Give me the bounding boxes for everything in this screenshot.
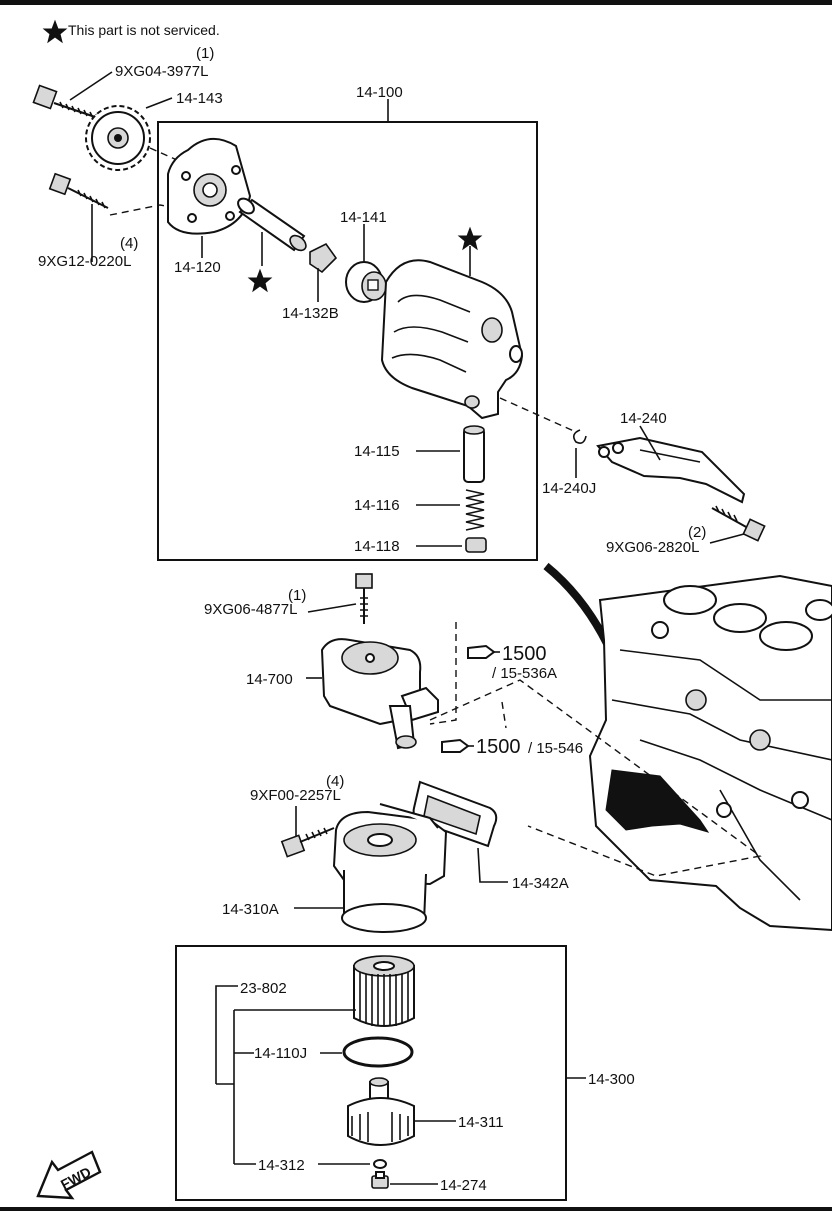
- bolt-cooler-part: [355, 573, 373, 624]
- top-border: [0, 0, 832, 5]
- label-pump-cover: 14-120: [174, 259, 221, 276]
- label-bolt-top: 9XG04-3977L: [115, 63, 208, 80]
- pump-body-part: [380, 259, 524, 420]
- label-bracket: 14-310A: [222, 901, 279, 918]
- label-plunger: 14-115: [354, 443, 400, 460]
- label-pin-141: 14-141: [340, 209, 387, 226]
- oring-part: [342, 1036, 414, 1068]
- label-drain: 14-274: [440, 1177, 487, 1194]
- label-baffle: 14-240: [620, 410, 667, 427]
- label-bolt-mid-qty: (4): [120, 235, 138, 252]
- spring-part: [465, 489, 485, 531]
- label-filter: 14-300: [588, 1071, 635, 1088]
- hand-pointer-icon: [467, 644, 500, 659]
- plunger-part: [463, 425, 485, 483]
- filter-bracket-part: [332, 803, 448, 933]
- bolt-baffle-part: [711, 505, 766, 542]
- label-cap: 14-311: [458, 1114, 504, 1131]
- filter-element-part: [353, 955, 415, 1027]
- bolt-bracket-part: [280, 827, 335, 858]
- label-element: 23-802: [240, 980, 287, 997]
- key-part: [309, 242, 338, 274]
- label-sprocket: 14-143: [176, 90, 223, 107]
- label-plug: 14-118: [354, 538, 400, 555]
- label-bolt-baffle: 9XG06-2820L: [606, 539, 699, 556]
- drain-plug-part: [371, 1171, 389, 1189]
- star-icon: [42, 19, 68, 44]
- bottom-border: [0, 1207, 832, 1211]
- label-pin-132b: 14-132B: [282, 305, 339, 322]
- baffle-part: [596, 436, 746, 504]
- note-text: This part is not serviced.: [68, 22, 220, 38]
- pump-cover-part: [167, 138, 252, 235]
- clip-part: [572, 429, 587, 444]
- label-bolt-cooler-qty: (1): [288, 587, 306, 604]
- label-cooler: 14-700: [246, 671, 293, 688]
- fwd-arrow-icon: FWD: [36, 1150, 102, 1200]
- plug-part: [465, 537, 487, 553]
- label-gasket: 14-342A: [512, 875, 569, 892]
- label-clip: 14-240J: [542, 480, 596, 497]
- star-icon: [247, 268, 273, 293]
- label-bolt-cooler: 9XG06-4877L: [204, 601, 297, 618]
- label-ref1-sub: / 15-536A: [492, 665, 557, 682]
- hand-pointer-icon: [441, 738, 474, 753]
- star-icon: [457, 226, 483, 251]
- oil-pump-box: [157, 121, 538, 561]
- label-bolt-top-qty: (1): [196, 45, 214, 62]
- label-spring: 14-116: [354, 497, 400, 514]
- label-bolt-bracket-qty: (4): [326, 773, 344, 790]
- label-bolt-bracket: 9XF00-2257L: [250, 787, 341, 804]
- gasket-part: [412, 780, 498, 848]
- sprocket-part: [85, 105, 151, 171]
- label-ref2-sub: / 15-546: [528, 740, 583, 757]
- label-ref1-num: 1500: [502, 643, 547, 665]
- oil-cooler-part: [320, 638, 439, 750]
- label-pump-assy: 14-100: [356, 84, 403, 101]
- bolt-mid-part: [48, 172, 109, 209]
- engine-block-part: [543, 562, 832, 932]
- shaft-part: [237, 197, 307, 252]
- bolt-top-part: [32, 84, 105, 121]
- oil-filter-box: [175, 945, 567, 1201]
- label-small-oring: 14-312: [258, 1157, 305, 1174]
- small-oring-part: [373, 1159, 387, 1169]
- filter-cap-part: [347, 1077, 415, 1146]
- label-ref2-num: 1500: [476, 736, 521, 758]
- label-bolt-mid: 9XG12-0220L: [38, 253, 131, 270]
- label-bolt-baffle-qty: (2): [688, 524, 706, 541]
- label-oring: 14-110J: [254, 1045, 307, 1062]
- rotor-part: [345, 261, 387, 303]
